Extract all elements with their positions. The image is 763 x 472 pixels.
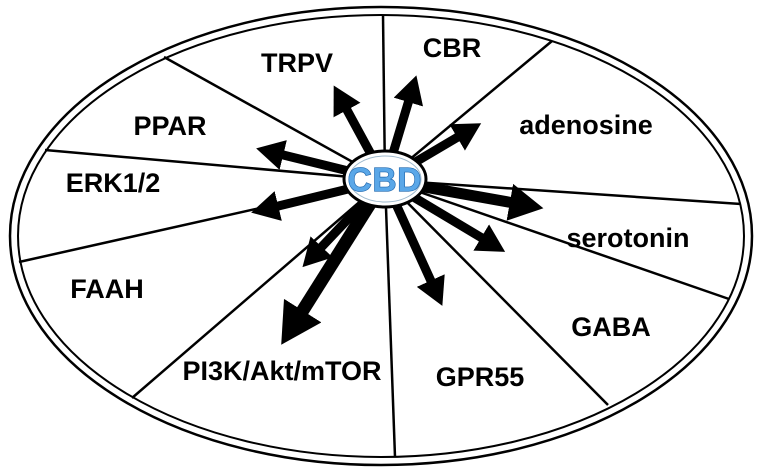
outer-ellipse [8, 5, 754, 467]
label-pi3k: PI3K/Akt/mTOR [182, 356, 381, 386]
label-cbr: CBR [423, 33, 482, 63]
divider-erk-ppar [44, 148, 386, 182]
cbd-hub [342, 149, 428, 209]
inner-ellipse [17, 14, 745, 458]
label-gpr55: GPR55 [436, 362, 525, 392]
divider-ppar-trpv [163, 55, 386, 182]
cbd-hub-inner-ring [348, 155, 422, 203]
label-erk: ERK1/2 [66, 168, 161, 198]
divider-gaba-gpr55 [384, 179, 609, 406]
cbd-label: CBD [348, 161, 423, 198]
label-adenosine: adenosine [519, 110, 653, 140]
label-ppar: PPAR [133, 111, 206, 141]
divider-serotonin-gaba [384, 178, 730, 301]
label-trpv: TRPV [261, 48, 333, 78]
label-faah: FAAH [70, 274, 144, 304]
label-gaba: GABA [571, 312, 651, 342]
divider-pi3k-faah [131, 179, 386, 399]
divider-gpr55-pi3k [383, 179, 397, 458]
divider-adenosine-serotonin [384, 178, 742, 206]
sector-labels: TRPV CBR adenosine serotonin GABA GPR55 … [66, 33, 690, 392]
label-serotonin: serotonin [566, 223, 689, 253]
cbd-arrows [251, 75, 544, 345]
